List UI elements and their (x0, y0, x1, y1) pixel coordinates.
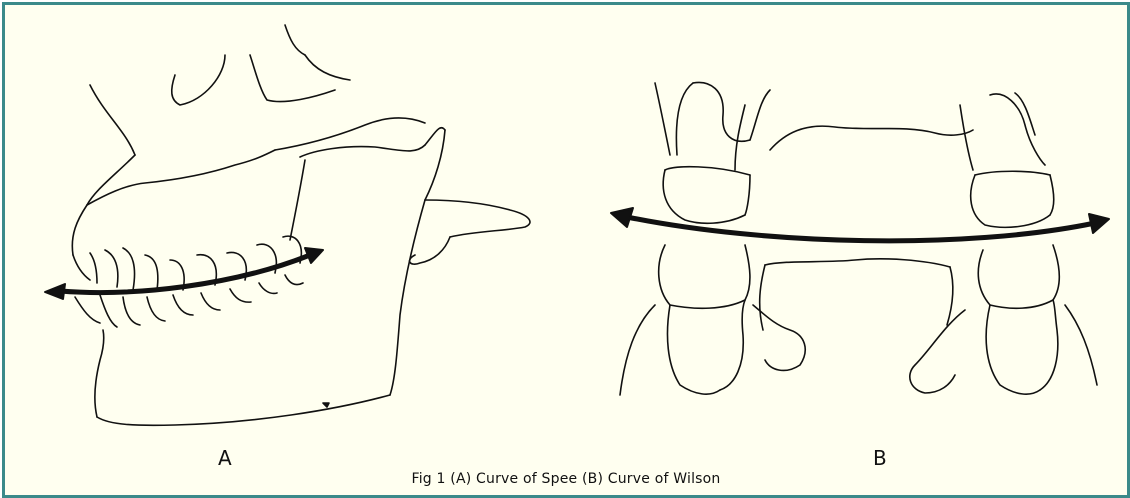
spee-arrowhead-right (305, 248, 323, 263)
wilson-arrowhead-right (1089, 214, 1109, 233)
curve-of-spee-arrow (60, 255, 310, 293)
wilson-arrowhead-left (611, 208, 633, 227)
figure-illustration (5, 5, 1127, 495)
panel-b-label: B (873, 446, 887, 470)
spee-arrowhead-left (45, 284, 65, 299)
skull-lateral-drawing (72, 25, 530, 425)
curve-of-wilson-arrow (627, 217, 1095, 241)
panel-a-label: A (218, 446, 232, 470)
figure-caption: Fig 1 (A) Curve of Spee (B) Curve of Wil… (5, 471, 1127, 487)
